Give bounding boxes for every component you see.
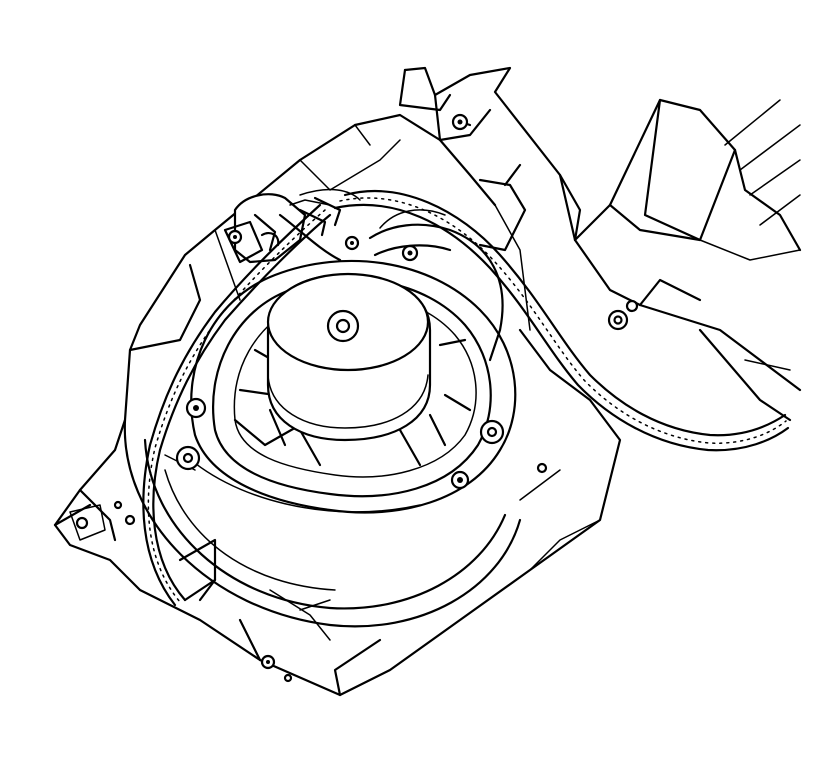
hvac-duct xyxy=(398,66,802,422)
wiring-harness xyxy=(142,188,790,607)
motor-flange xyxy=(164,259,517,514)
blower-motor xyxy=(266,272,432,442)
scroll-housing xyxy=(123,209,522,628)
electrical-connector xyxy=(223,193,342,264)
mounting-screws xyxy=(175,235,639,490)
blower-housing xyxy=(53,113,622,697)
